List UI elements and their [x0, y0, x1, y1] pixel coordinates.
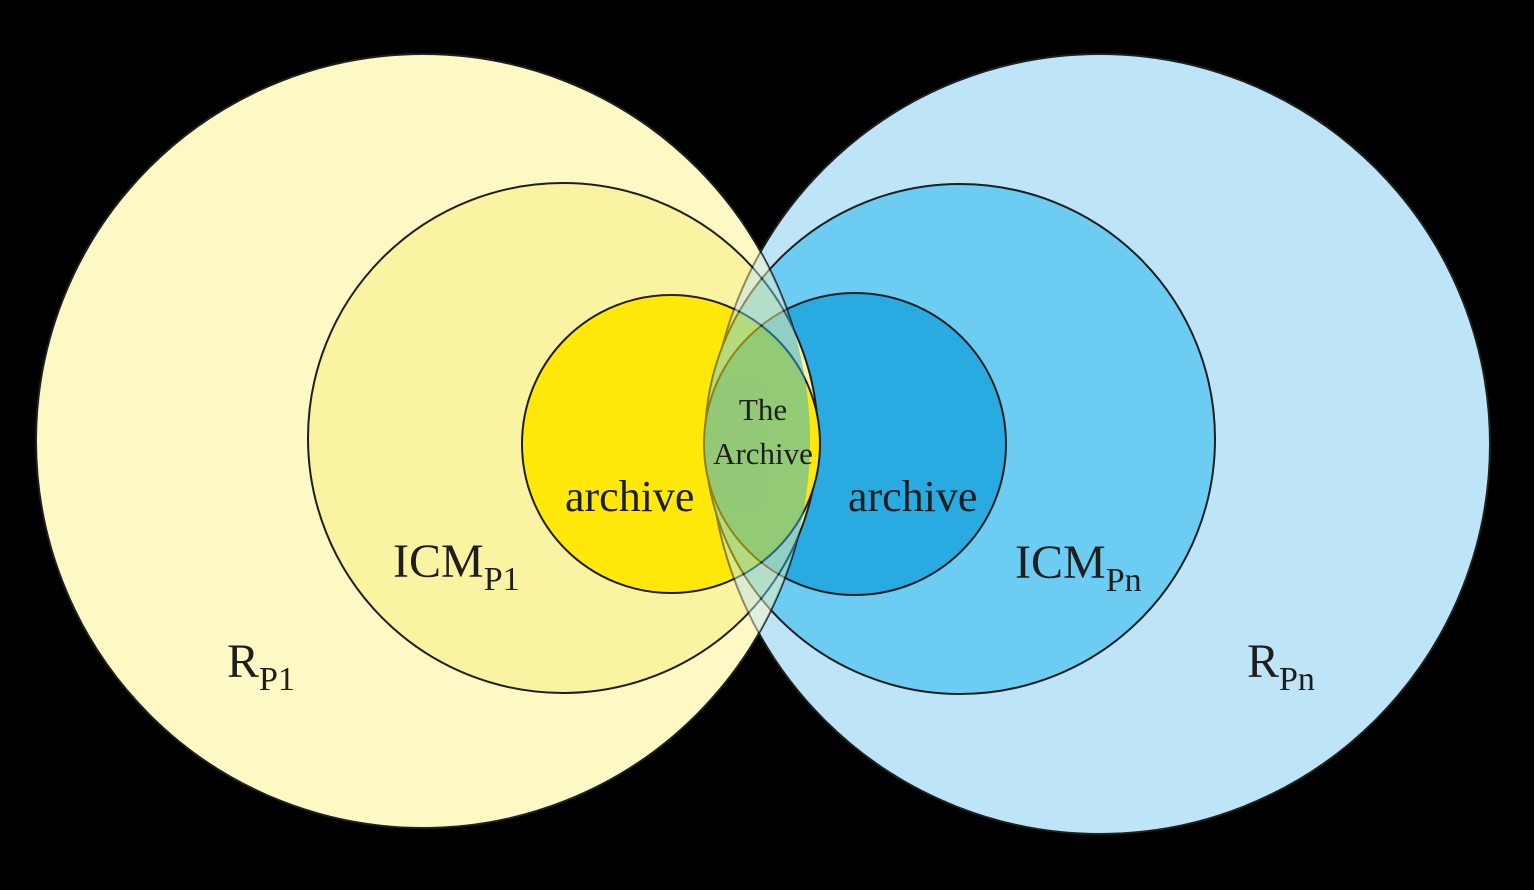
left-circle-stack — [35, 53, 821, 829]
label-r-p1: RP1 — [227, 635, 295, 698]
label-r-pn-subscript: Pn — [1279, 661, 1315, 698]
label-r-pn-base: R — [1247, 635, 1279, 688]
label-r-p1-base: R — [227, 635, 259, 688]
overlap-blend-layer — [703, 54, 810, 828]
label-r-p1-subscript: P1 — [259, 661, 295, 698]
label-icm-p1-subscript: P1 — [484, 561, 520, 598]
right-inner-circle-overlay — [703, 292, 810, 596]
label-r-pn: RPn — [1247, 635, 1315, 698]
label-the-archive-line1: The — [739, 392, 787, 427]
label-icm-pn-base: ICM — [1015, 536, 1106, 589]
label-icm-p1: ICMP1 — [393, 535, 520, 598]
right-circle-stack — [703, 53, 1491, 835]
label-icm-pn-subscript: Pn — [1106, 562, 1142, 599]
label-icm-p1-base: ICM — [393, 535, 484, 588]
label-the-archive-line2: Archive — [713, 436, 813, 471]
label-icm-pn: ICMPn — [1015, 536, 1142, 599]
label-left-archive: archive — [565, 472, 694, 521]
label-right-archive: archive — [848, 472, 977, 521]
